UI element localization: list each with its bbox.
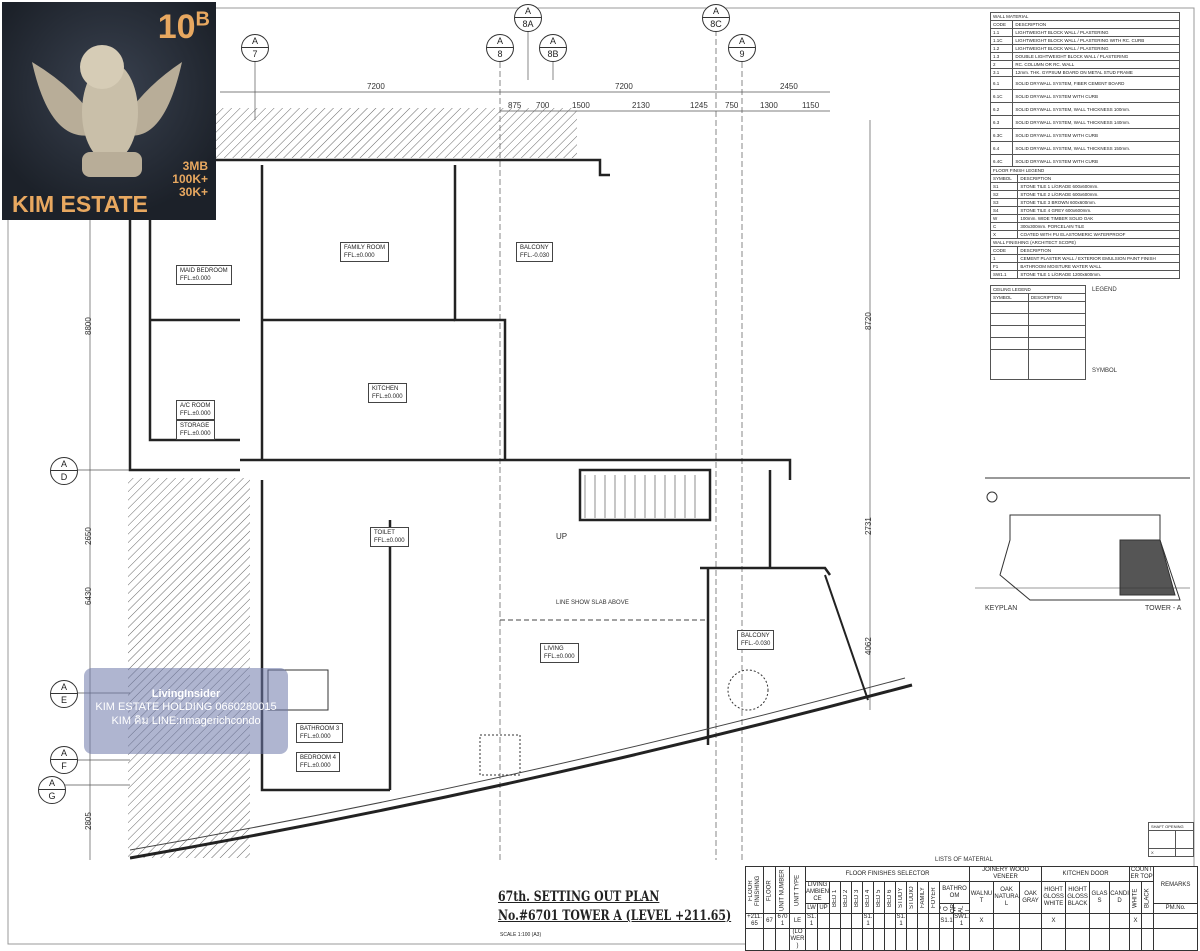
dim-left: 2805	[84, 812, 93, 830]
logo-badge: 10B	[157, 8, 210, 46]
dim-top: 2450	[780, 82, 798, 91]
dim-top-sub: 2130	[632, 101, 650, 110]
dim-left: 8800	[84, 317, 93, 335]
materials-caption: LISTS OF MATERIAL	[935, 857, 993, 863]
materials-table: FLOOR FINISHING FLOOR UNIT NUMBER UNIT T…	[745, 866, 1199, 951]
watermark-line2: KIM คิม LINE:nmagerichcondo	[111, 715, 261, 727]
dim-top: 7200	[615, 82, 633, 91]
dim-right: 2731	[864, 517, 873, 535]
dim-top-sub: 750	[725, 101, 739, 110]
symbol-title: SYMBOL	[1092, 368, 1118, 374]
watermark-brand: LivingInsider	[151, 688, 221, 700]
watermark-line1: KIM ESTATE HOLDING 0660280015	[95, 701, 277, 713]
watermark: LivingInsider KIM ESTATE HOLDING 0660280…	[84, 668, 288, 754]
stair-up-label: UP	[556, 532, 568, 541]
dim-left: 6430	[84, 587, 93, 605]
slab-note: LINE SHOW SLAB ABOVE	[556, 600, 629, 606]
dim-top-sub: 1300	[760, 101, 778, 110]
dim-top-sub: 1245	[690, 101, 708, 110]
keyplan-tower: TOWER - A	[1145, 605, 1182, 612]
dim-top-sub: 700	[536, 101, 550, 110]
legend-title: LEGEND	[1092, 287, 1117, 293]
logo-brand: KIM ESTATE	[12, 191, 148, 217]
dim-left: 2650	[84, 527, 93, 545]
winged-lion-emblem	[32, 45, 182, 177]
dim-right: 4062	[864, 637, 873, 655]
drawing-scale: SCALE 1:100 (A3)	[500, 932, 542, 938]
keyplan-label: KEYPLAN	[985, 605, 1018, 612]
dim-top-sub: 1500	[572, 101, 590, 110]
dim-top-sub: 1150	[802, 101, 820, 110]
dim-top-sub: 875	[508, 101, 522, 110]
dim-top: 7200	[367, 82, 385, 91]
dim-right: 8720	[864, 312, 873, 330]
